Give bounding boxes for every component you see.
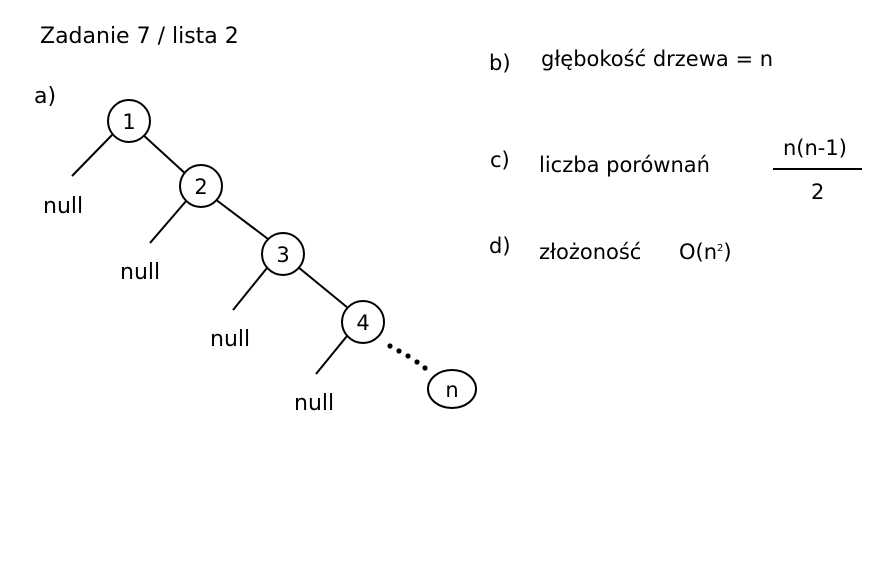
node-1-label: 1 <box>122 110 135 134</box>
node-4-circle <box>341 300 385 344</box>
part-a-label: a) <box>34 84 57 109</box>
null-label: null <box>210 327 250 352</box>
node-n-circle <box>427 369 477 409</box>
edge-3-null <box>232 267 268 311</box>
fraction-bar <box>773 168 862 170</box>
edge-1-2 <box>140 132 189 177</box>
node-3-circle <box>261 232 305 276</box>
complexity-close: ) <box>723 240 732 264</box>
fraction-numerator: n(n-1) <box>783 136 847 160</box>
dot <box>405 353 411 359</box>
title: Zadanie 7 / lista 2 <box>40 24 239 49</box>
node-4-label: 4 <box>356 311 369 335</box>
complexity-expression: O(n2) <box>679 242 732 263</box>
fraction-denominator: 2 <box>811 180 825 204</box>
node-1-circle <box>107 99 151 143</box>
dot <box>422 365 428 371</box>
part-c-label: c) <box>490 148 510 172</box>
part-d-label: d) <box>489 234 511 258</box>
part-c-text: liczba porównań <box>539 153 710 177</box>
part-d-text: złożoność <box>539 240 642 264</box>
edge-1-null <box>71 134 113 177</box>
null-label: null <box>43 194 83 219</box>
dot <box>387 343 393 349</box>
edge-2-null <box>149 199 188 244</box>
complexity-exponent: 2 <box>717 243 724 254</box>
edge-4-null <box>315 335 348 375</box>
node-2-circle <box>179 164 223 208</box>
node-3-label: 3 <box>276 243 289 267</box>
part-b-text: głębokość drzewa = n <box>541 47 774 71</box>
dot <box>414 359 420 365</box>
complexity-base: O(n <box>679 240 718 264</box>
node-n-label: n <box>445 378 458 402</box>
node-2-label: 2 <box>194 175 207 199</box>
part-b-label: b) <box>489 51 511 75</box>
dot <box>396 348 402 354</box>
edge-2-3 <box>214 198 269 240</box>
edge-3-4 <box>297 266 349 309</box>
null-label: null <box>294 391 334 416</box>
null-label: null <box>120 260 160 285</box>
